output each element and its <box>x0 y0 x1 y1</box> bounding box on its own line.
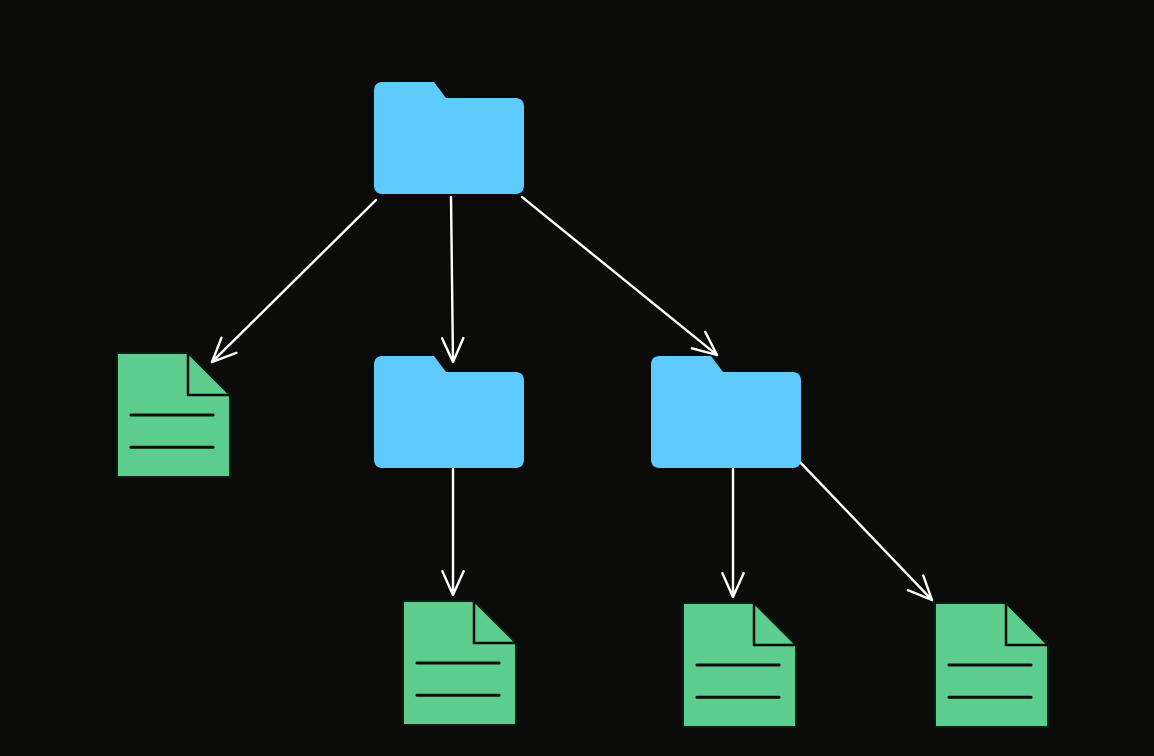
file-icon <box>682 602 797 728</box>
folder-a <box>374 356 524 468</box>
folder-shape <box>374 82 524 194</box>
arrow-head <box>440 336 465 364</box>
folder-icon <box>651 356 801 468</box>
folder-shape <box>651 356 801 468</box>
folder-icon <box>374 356 524 468</box>
edge-root-folder-to-folder-a <box>440 195 465 364</box>
folder-icon <box>374 82 524 194</box>
file-fold <box>186 353 230 397</box>
arrow-line <box>797 459 934 602</box>
arrow-line <box>520 195 719 357</box>
edge-root-folder-to-folder-b <box>520 195 719 357</box>
arrow-line <box>210 198 378 364</box>
arrow-head <box>906 574 934 602</box>
arrow-line <box>449 195 455 364</box>
file-fold <box>1004 603 1048 647</box>
arrow-head <box>690 330 719 357</box>
arrow-head <box>441 570 465 597</box>
edge-folder-a-to-file-a1 <box>441 467 465 597</box>
folder-b <box>651 356 801 468</box>
edge-folder-b-to-file-b1 <box>721 467 745 599</box>
file-icon <box>934 602 1049 728</box>
file-fold <box>472 601 516 645</box>
file-icon <box>116 352 231 478</box>
root-folder <box>374 82 524 194</box>
file-fold <box>752 603 796 647</box>
arrow-head <box>210 336 238 364</box>
file-b1 <box>682 602 797 728</box>
edges <box>210 195 934 602</box>
file-b2 <box>934 602 1049 728</box>
folder-shape <box>374 356 524 468</box>
file-a1 <box>402 600 517 726</box>
arrow-head <box>721 572 745 599</box>
edge-folder-b-to-file-b2 <box>797 459 934 602</box>
edge-root-folder-to-file-1 <box>210 198 378 364</box>
file-icon <box>402 600 517 726</box>
file-1 <box>116 352 231 478</box>
nodes <box>116 82 1049 728</box>
